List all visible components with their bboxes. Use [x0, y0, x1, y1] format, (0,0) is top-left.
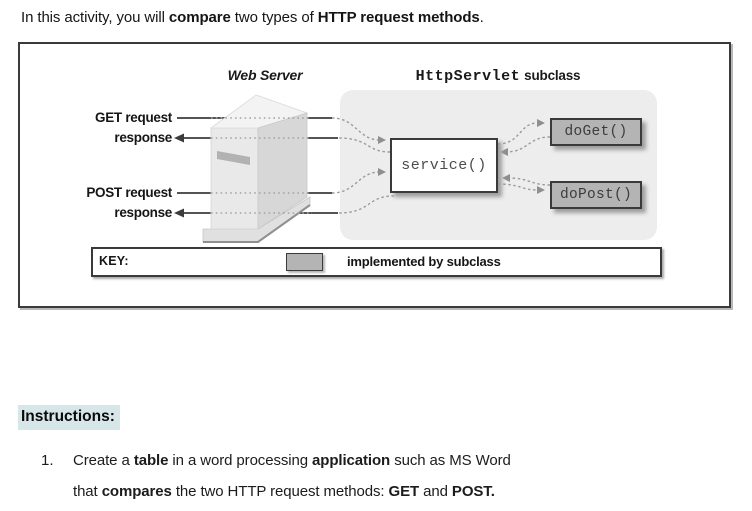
- intro-segment: two types of: [230, 9, 318, 26]
- key-label: KEY:: [99, 254, 129, 268]
- dotted-line-overlays: [211, 117, 312, 214]
- arrow-right-icon: [378, 136, 386, 144]
- post-request-label: POST request: [86, 185, 172, 200]
- arrow-right-icon: [537, 186, 545, 194]
- item-segment: the two HTTP request methods:: [171, 483, 389, 500]
- service-box: service(): [390, 138, 498, 193]
- service-to-post-response-curve: [337, 195, 395, 214]
- server-front-face: [210, 127, 259, 230]
- item-segment-bold: table: [133, 452, 169, 469]
- doget-to-service-curve: [505, 136, 551, 153]
- item-segment: and: [419, 483, 452, 500]
- intro-segment-bold: HTTP request methods: [317, 9, 480, 26]
- dashed-connectors: [331, 117, 551, 214]
- instructions-heading: Instructions:: [18, 405, 120, 430]
- server-drive-slot: [217, 151, 250, 165]
- item-segment: Create a: [73, 452, 134, 469]
- post-response-label: response: [114, 205, 172, 220]
- list-item-number: 1.: [41, 452, 54, 469]
- get-response-label: response: [114, 130, 172, 145]
- server-base-edge: [203, 204, 311, 243]
- arrow-left-icon: [174, 133, 184, 143]
- intro-text: In this activity, you will compare two t…: [21, 9, 484, 26]
- dopost-box: doPost(): [550, 181, 642, 209]
- intro-segment: In this activity, you will: [21, 9, 169, 26]
- post-to-service-curve: [331, 171, 381, 194]
- item-segment: that: [73, 483, 102, 500]
- service-to-get-response-curve: [337, 137, 391, 153]
- arrow-left-icon: [502, 174, 510, 182]
- doget-box: doGet(): [550, 118, 642, 146]
- diagram-lines-and-server: [174, 94, 551, 243]
- get-request-label: GET request: [95, 110, 172, 125]
- item-segment: in a word processing: [168, 452, 313, 469]
- item-segment: such as MS Word: [390, 452, 511, 469]
- key-box: KEY: implemented by subclass: [91, 247, 662, 277]
- key-swatch: [286, 253, 323, 271]
- dashed-arrowheads: [378, 119, 545, 194]
- get-to-service-curve: [331, 117, 381, 141]
- arrow-left-icon: [174, 208, 184, 218]
- dopost-to-service-curve: [507, 177, 551, 186]
- intro-segment-bold: compare: [168, 9, 231, 26]
- intro-segment: .: [479, 9, 484, 26]
- web-server-title: Web Server: [227, 67, 303, 83]
- httpservlet-title-suffix: subclass: [524, 68, 581, 83]
- key-description: implemented by subclass: [347, 254, 501, 269]
- item-segment-bold: POST.: [451, 483, 495, 500]
- httpservlet-title-code: HttpServlet: [415, 68, 521, 85]
- service-to-doget-curve: [497, 122, 538, 145]
- list-item-line-1: Create a table in a word processing appl…: [73, 452, 511, 469]
- item-segment-bold: compares: [101, 483, 172, 500]
- arrow-right-icon: [537, 119, 545, 127]
- arrow-right-icon: [378, 168, 386, 176]
- item-segment-bold: application: [312, 452, 391, 469]
- server-side-face: [257, 112, 308, 230]
- server-graphic: [202, 94, 311, 243]
- service-to-dopost-curve: [497, 183, 538, 191]
- arrow-left-icon: [500, 148, 508, 156]
- item-segment-bold: GET: [388, 483, 420, 500]
- list-item-line-2: that compares the two HTTP request metho…: [73, 483, 495, 500]
